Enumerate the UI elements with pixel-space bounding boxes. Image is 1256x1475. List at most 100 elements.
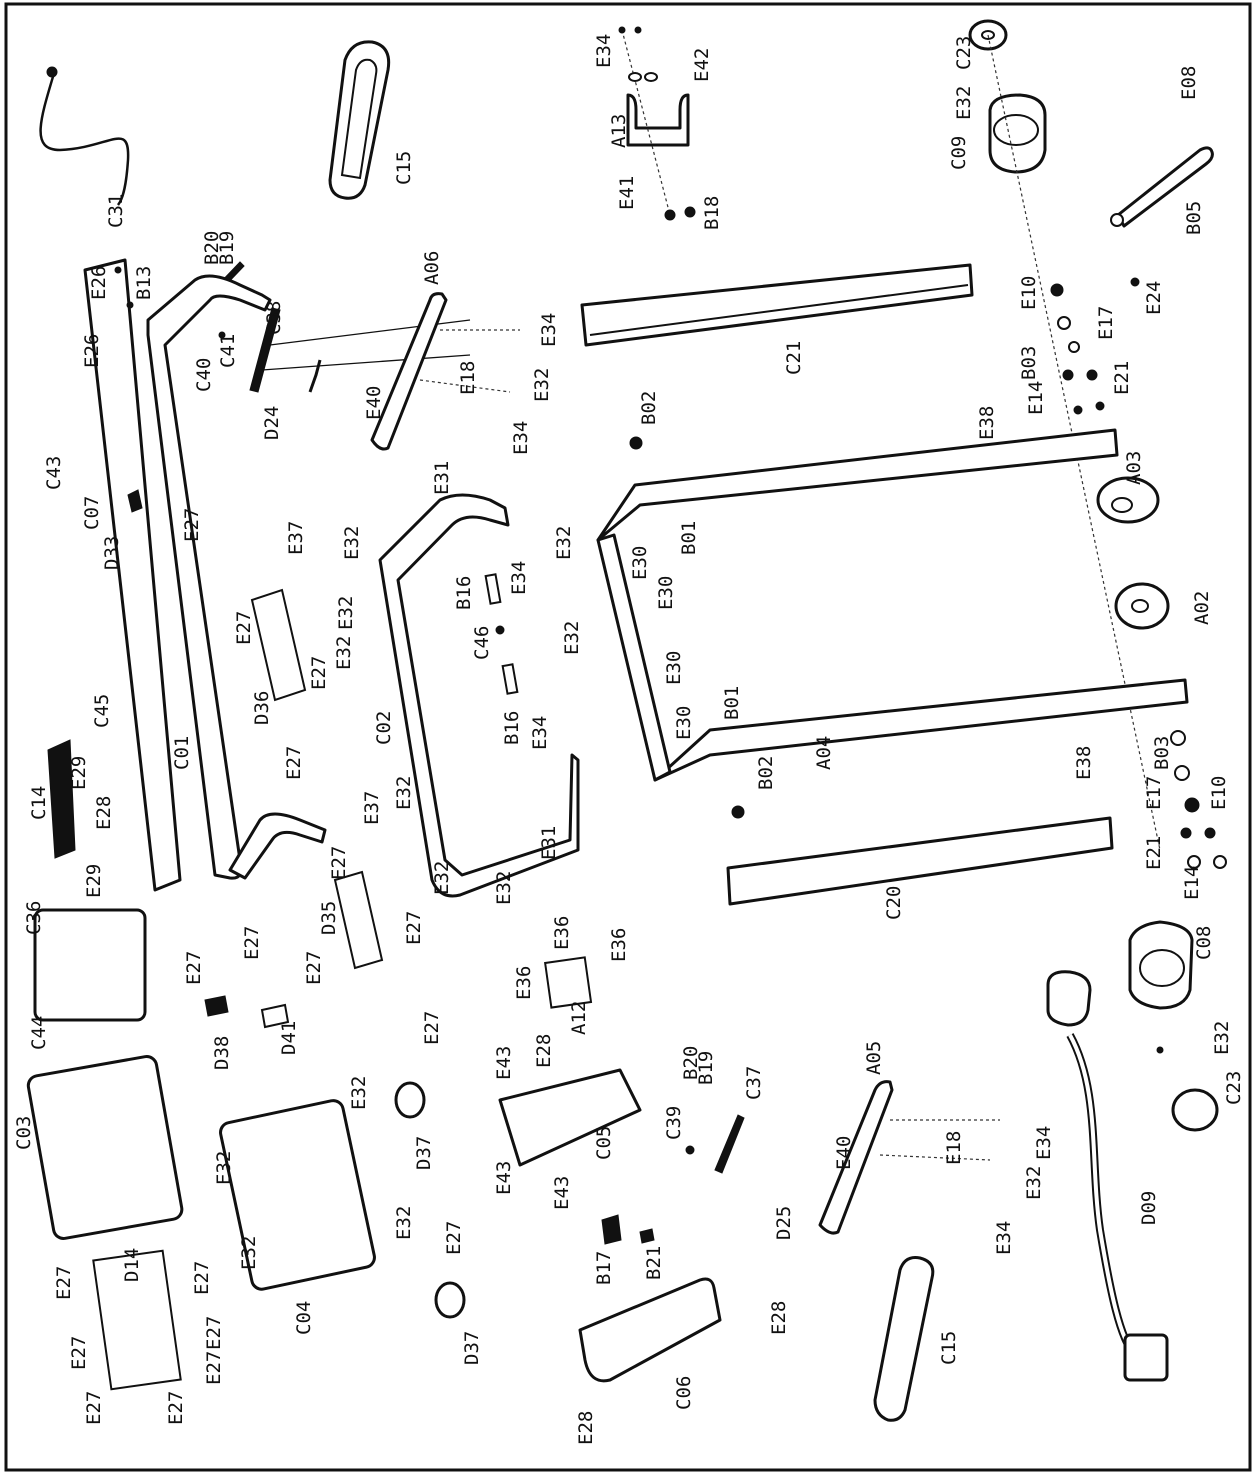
overlay-c45 [83, 258, 182, 892]
dash-a05-2 [879, 1154, 991, 1161]
part-label-c02: C02 [373, 711, 395, 745]
console-case-c04 [219, 1099, 376, 1291]
keypad-d35 [333, 870, 384, 970]
bolt-e10-bottom [1184, 797, 1200, 813]
part-label-e30b: E30 [655, 576, 677, 610]
part-label-b03a: B03 [1018, 346, 1040, 380]
part-label-c46: C46 [471, 626, 493, 660]
part-label-e32k: E32 [1211, 1021, 1233, 1055]
plug-d09-end [1123, 1333, 1169, 1382]
plate-a12 [544, 956, 593, 1009]
part-label-d37b: D37 [461, 1331, 483, 1365]
part-label-e27f: E27 [328, 846, 350, 880]
part-label-e28a: E28 [93, 796, 115, 830]
cover-c06 [578, 1277, 722, 1383]
part-label-d25: D25 [773, 1206, 795, 1240]
part-label-b20b: B20 [680, 1046, 702, 1080]
part-label-e10b: E10 [1208, 776, 1230, 810]
handlebar-c01-lower [228, 812, 327, 880]
part-label-e17a: E17 [1095, 306, 1117, 340]
part-label-b02a: B02 [638, 391, 660, 425]
part-label-e27h: E27 [183, 951, 205, 985]
part-label-e32g: E32 [431, 861, 453, 895]
nut-e21-top [1073, 405, 1083, 415]
part-label-d14: D14 [121, 1248, 143, 1282]
washer-e42 [628, 72, 642, 82]
part-label-e32b: E32 [531, 368, 553, 402]
part-label-e10a: E10 [1018, 276, 1040, 310]
rail-c21 [580, 263, 974, 347]
nut-e21-bottom-2 [1204, 827, 1216, 839]
plate-c38 [249, 307, 281, 393]
circuit-board-d14 [92, 1249, 182, 1391]
part-label-b17: B17 [593, 1251, 615, 1285]
part-label-a12: A12 [568, 1001, 590, 1035]
bracket-c05 [498, 1068, 642, 1167]
cord-d09-inner [1068, 1034, 1137, 1357]
part-label-e27j: E27 [421, 1011, 443, 1045]
part-label-b02b: B02 [755, 756, 777, 790]
washer-e42-2 [644, 72, 658, 82]
screw-b13 [126, 301, 134, 309]
part-label-e27r: E27 [165, 1391, 187, 1425]
part-label-e38a: E38 [976, 406, 998, 440]
part-label-e32d: E32 [335, 596, 357, 630]
part-label-d38: D38 [211, 1036, 233, 1070]
roller-cap-c09-face [993, 114, 1039, 146]
part-label-e28b: E28 [533, 1034, 555, 1068]
part-label-a06: A06 [421, 251, 443, 285]
part-label-c03: C03 [13, 1116, 35, 1150]
part-label-b01b: B01 [721, 686, 743, 720]
part-label-c39: C39 [663, 1106, 685, 1140]
part-label-d09: D09 [1138, 1191, 1160, 1225]
bracket-a02-hole [1131, 599, 1149, 613]
pin-c38-a [269, 319, 471, 346]
bracket-a13 [626, 93, 690, 147]
bolt-e34-a13 [618, 26, 626, 34]
part-label-b13: B13 [133, 266, 155, 300]
cable-c31 [39, 69, 130, 206]
bushing-b03-bottom [1170, 730, 1186, 746]
part-label-b18: B18 [701, 196, 723, 230]
bushing-b03-top [1057, 316, 1071, 330]
part-label-c20: C20 [883, 886, 905, 920]
part-label-a04: A04 [813, 736, 835, 770]
part-label-e27d: E27 [283, 746, 305, 780]
part-label-d37a: D37 [413, 1136, 435, 1170]
part-c14 [47, 739, 76, 859]
part-label-c04: C04 [293, 1301, 315, 1335]
actuator-b05 [1116, 146, 1214, 228]
part-label-e34f: E34 [1033, 1126, 1055, 1160]
nut-e21-bottom [1180, 827, 1192, 839]
upright-a05 [818, 1080, 894, 1235]
bushing-b16-top [484, 573, 502, 605]
part-label-e38b: E38 [1073, 746, 1095, 780]
part-label-e43c: E43 [551, 1176, 573, 1210]
part-label-e36c: E36 [513, 966, 535, 1000]
part-label-e18b: E18 [943, 1131, 965, 1165]
part-label-c36: C36 [23, 901, 45, 935]
part-label-e28c: E28 [768, 1301, 790, 1335]
part-label-b16a: B16 [453, 576, 475, 610]
part-label-e32a: E32 [953, 86, 975, 120]
part-label-b21: B21 [643, 1246, 665, 1280]
cord-d09 [1066, 1033, 1139, 1358]
part-label-e26b: E26 [81, 334, 103, 368]
part-label-e30d: E30 [673, 706, 695, 740]
handlebar-c01 [146, 274, 272, 880]
part-label-e36a: E36 [551, 916, 573, 950]
part-label-c23b: C23 [1223, 1071, 1245, 1105]
plug-d09 [1046, 970, 1092, 1027]
frame-rail-upper [596, 428, 1119, 542]
part-label-c14: C14 [28, 786, 50, 820]
part-label-e29a: E29 [68, 756, 90, 790]
part-label-c08: C08 [1193, 926, 1215, 960]
speaker-d37-bottom [434, 1281, 466, 1319]
part-label-e34g: E34 [993, 1221, 1015, 1255]
part-label-b19a: B19 [216, 231, 238, 265]
display-c03 [26, 1055, 184, 1240]
part-label-e27e: E27 [303, 951, 325, 985]
part-label-c06: C06 [673, 1376, 695, 1410]
part-label-d36: D36 [251, 691, 273, 725]
button-d33 [127, 489, 143, 513]
